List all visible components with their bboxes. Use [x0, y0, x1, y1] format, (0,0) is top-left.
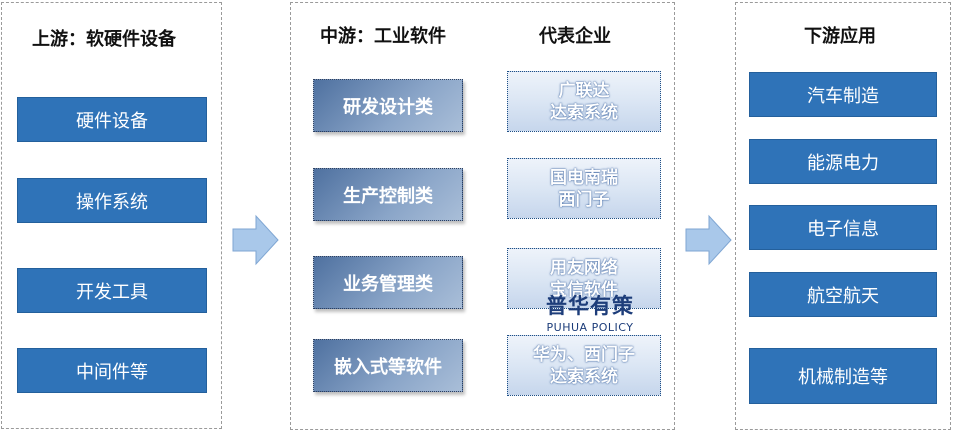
enterprise-name: 国电南瑞	[550, 167, 618, 188]
category-box: 研发设计类	[313, 79, 463, 132]
enterprise-name: 达索系统	[550, 366, 618, 387]
enterprise-name: 达索系统	[550, 102, 618, 123]
enterprise-name: 西门子	[558, 189, 610, 210]
downstream-item: 航空航天	[749, 272, 937, 317]
downstream-title: 下游应用	[804, 26, 876, 47]
upstream-item: 开发工具	[17, 268, 207, 313]
category-box: 生产控制类	[313, 168, 463, 221]
upstream-item: 硬件设备	[17, 97, 207, 142]
downstream-item: 能源电力	[749, 139, 937, 184]
upstream-item: 操作系统	[17, 178, 207, 223]
downstream-item: 机械制造等	[749, 348, 937, 404]
enterprise-name: 广联达	[558, 80, 610, 101]
midstream-title: 中游：工业软件	[320, 26, 446, 47]
enterprise-name: 华为、西门子	[533, 344, 635, 365]
watermark-logo: 普华有策 PUHUA POLICY	[540, 290, 640, 334]
upstream-title: 上游：软硬件设备	[32, 29, 176, 50]
right-arrow-icon	[685, 214, 732, 266]
enterprise-name: 用友网络	[550, 257, 618, 278]
downstream-item: 电子信息	[749, 205, 937, 250]
downstream-item: 汽车制造	[749, 72, 937, 117]
category-box: 嵌入式等软件	[313, 339, 463, 392]
upstream-item: 中间件等	[17, 348, 207, 393]
enterprise-title: 代表企业	[539, 26, 611, 47]
enterprise-box: 用友网络 宝信软件	[507, 248, 661, 309]
enterprise-name: 宝信软件	[550, 279, 618, 300]
enterprise-box: 国电南瑞 西门子	[507, 158, 661, 219]
enterprise-box: 广联达 达索系统	[507, 71, 661, 132]
enterprise-box: 华为、西门子 达索系统	[507, 335, 661, 396]
right-arrow-icon	[232, 214, 279, 266]
category-box: 业务管理类	[313, 256, 463, 309]
watermark-cn: 普华有策	[546, 294, 634, 318]
watermark-en: PUHUA POLICY	[546, 321, 634, 334]
